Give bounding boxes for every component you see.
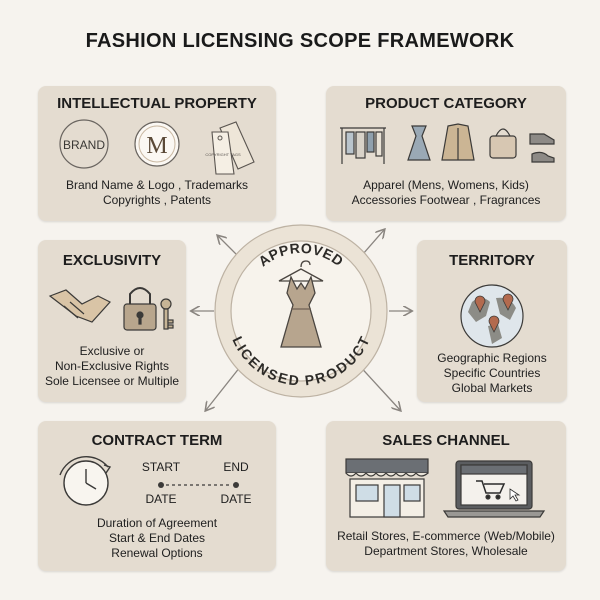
territory-icons bbox=[460, 284, 524, 348]
sales-channel-icons bbox=[345, 458, 546, 518]
card-title: INTELLECTUAL PROPERTY bbox=[57, 95, 257, 112]
exclusivity-line: Exclusive or bbox=[79, 344, 145, 358]
ip-icons: BRAND M COPYRIGHT TAGS bbox=[59, 119, 255, 175]
territory-line: Global Markets bbox=[451, 381, 533, 395]
territory-line: Specific Countries bbox=[443, 366, 541, 380]
timeline-start-label: START bbox=[142, 460, 181, 474]
handshake-icon bbox=[48, 289, 111, 323]
svg-text:BRAND: BRAND bbox=[63, 138, 105, 152]
padlock-icon bbox=[123, 287, 157, 331]
card-title: SALES CHANNEL bbox=[382, 432, 510, 449]
contract-term-graphic: START END DATE DATE bbox=[59, 455, 252, 506]
monogram-icon: M bbox=[134, 121, 180, 167]
exclusivity-description: Exclusive or Non-Exclusive Rights Sole L… bbox=[38, 344, 186, 389]
laptop-cart-icon bbox=[442, 460, 546, 518]
contract-term-line: Start & End Dates bbox=[108, 531, 206, 545]
shoes-icon bbox=[529, 133, 555, 163]
storefront-icon bbox=[345, 458, 429, 518]
product-line: Accessories Footwear , Fragrances bbox=[351, 193, 541, 207]
card-contract-term: CONTRACT TERM START END DATE DATE Durati… bbox=[38, 421, 276, 571]
page-title: FASHION LICENSING SCOPE FRAMEWORK bbox=[85, 30, 515, 52]
sales-channel-line: Retail Stores, E-commerce (Web/Mobile) bbox=[337, 529, 555, 543]
svg-text:M: M bbox=[146, 133, 167, 159]
contract-term-line: Duration of Agreement bbox=[96, 516, 218, 530]
timeline-end-label: END bbox=[223, 460, 249, 474]
product-description: Apparel (Mens, Womens, Kids) Accessories… bbox=[326, 178, 566, 208]
card-title: TERRITORY bbox=[449, 252, 535, 269]
contract-term-description: Duration of Agreement Start & End Dates … bbox=[38, 516, 276, 561]
approved-licensed-product-badge: APPROVED LICENSED PRODUCT bbox=[214, 224, 388, 398]
map-pin-icon bbox=[474, 293, 514, 333]
svg-text:COPYRIGHT TAGS: COPYRIGHT TAGS bbox=[205, 152, 241, 157]
exclusivity-icons bbox=[48, 287, 174, 331]
exclusivity-line: Non-Exclusive Rights bbox=[54, 359, 170, 373]
handbag-icon bbox=[489, 128, 517, 159]
ip-description: Brand Name & Logo , Trademarks Copyright… bbox=[38, 178, 276, 208]
dress-on-hanger-icon bbox=[278, 260, 324, 348]
card-title: PRODUCT CATEGORY bbox=[365, 95, 527, 112]
card-intellectual-property: INTELLECTUAL PROPERTY BRAND M COPYRIGHT … bbox=[38, 86, 276, 221]
key-icon bbox=[160, 298, 174, 330]
brand-icon: BRAND bbox=[59, 119, 109, 169]
product-icons bbox=[340, 123, 555, 164]
territory-line: Geographic Regions bbox=[437, 351, 547, 365]
card-territory: TERRITORY Geographic Regions Specific Co… bbox=[417, 240, 567, 402]
timeline-end-date: DATE bbox=[220, 492, 251, 506]
exclusivity-line: Sole Licensee or Multiple bbox=[44, 374, 180, 388]
clock-icon bbox=[59, 455, 112, 506]
sales-channel-description: Retail Stores, E-commerce (Web/Mobile) D… bbox=[326, 529, 566, 559]
ip-line: Brand Name & Logo , Trademarks bbox=[65, 178, 249, 192]
dress-icon bbox=[407, 125, 431, 161]
card-title: EXCLUSIVITY bbox=[62, 252, 162, 269]
coat-icon bbox=[441, 123, 475, 161]
card-title: CONTRACT TERM bbox=[91, 432, 223, 449]
ip-line: Copyrights , Patents bbox=[102, 193, 212, 207]
timeline-line bbox=[158, 482, 239, 488]
card-exclusivity: EXCLUSIVITY Exclusive or Non-Exclusive R… bbox=[38, 240, 186, 402]
timeline-start-date: DATE bbox=[145, 492, 176, 506]
clothing-rack-icon bbox=[340, 127, 386, 164]
territory-description: Geographic Regions Specific Countries Gl… bbox=[417, 351, 567, 396]
sales-channel-line: Department Stores, Wholesale bbox=[364, 544, 528, 558]
card-sales-channel: SALES CHANNEL Retail Stores, E-commerce … bbox=[326, 421, 566, 571]
tag-icon: COPYRIGHT TAGS bbox=[205, 121, 255, 175]
product-line: Apparel (Mens, Womens, Kids) bbox=[363, 178, 529, 192]
contract-term-line: Renewal Options bbox=[111, 546, 203, 560]
card-product-category: PRODUCT CATEGORY Apparel (Mens, Womens, … bbox=[326, 86, 566, 221]
